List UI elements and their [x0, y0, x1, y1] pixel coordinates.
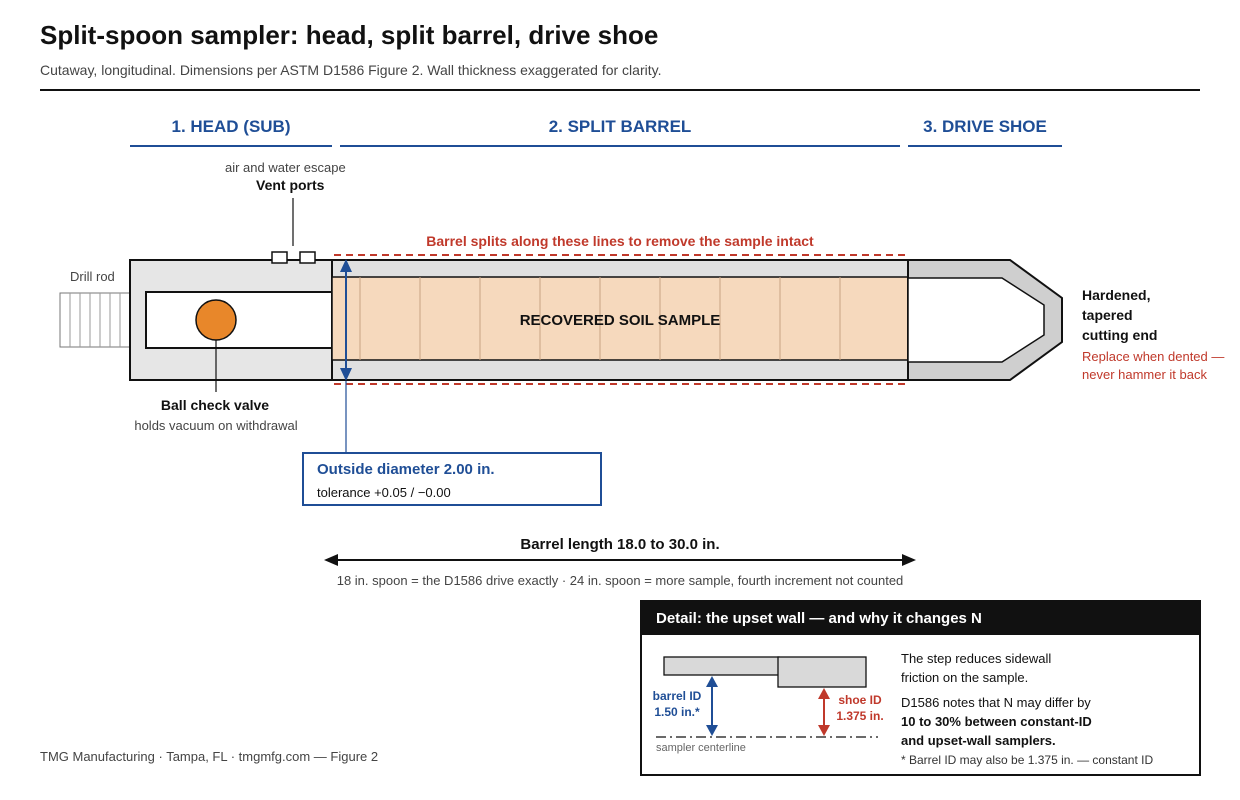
shoe-label-1: Hardened,: [1082, 287, 1151, 303]
page-title: Split-spoon sampler: head, split barrel,…: [40, 20, 659, 50]
section-shoe-label: 3. DRIVE SHOE: [923, 117, 1047, 136]
section-head-label: 1. HEAD (SUB): [171, 117, 291, 136]
od-dimension: [340, 259, 352, 452]
shoe-label-3: cutting end: [1082, 327, 1158, 343]
ball-check-valve: [195, 299, 237, 341]
split-note: Barrel splits along these lines to remov…: [426, 233, 814, 249]
vent-ports: [271, 198, 316, 264]
detail-para-1-line-1: The step reduces sidewall: [901, 651, 1052, 666]
shoe-id-label: shoe ID: [838, 693, 882, 707]
detail-heading: Detail: the upset wall — and why it chan…: [642, 602, 1199, 635]
detail-para-2-line-1: D1586 notes that N may differ by: [901, 695, 1091, 710]
drive-shoe: [907, 259, 1063, 381]
title-rule: [40, 89, 1200, 91]
ball-valve-note: holds vacuum on withdrawal: [134, 418, 298, 433]
barrel-id-label: barrel ID: [652, 689, 702, 703]
section-barrel-label: 2. SPLIT BARREL: [548, 117, 692, 136]
vent-note: air and water escape: [225, 160, 346, 175]
drill-rod: [59, 292, 131, 348]
section-head-rule: [130, 145, 332, 147]
detail-para-2-line-3: and upset-wall samplers.: [901, 733, 1056, 748]
shoe-id-value: 1.375 in.: [836, 709, 884, 723]
shoe-warning-2: never hammer it back: [1082, 367, 1207, 382]
upset-wall-sketch: [656, 656, 878, 738]
page-subtitle: Cutaway, longitudinal. Dimensions per AS…: [40, 62, 662, 78]
shoe-warning-1: Replace when dented —: [1082, 349, 1225, 364]
section-barrel-rule: [340, 145, 900, 147]
vent-title: Vent ports: [256, 177, 325, 193]
detail-footnote: * Barrel ID may also be 1.375 in. — cons…: [901, 753, 1154, 767]
footer-credit: TMG Manufacturing · Tampa, FL · tmgmfg.c…: [40, 749, 379, 764]
od-callout: Outside diameter 2.00 in. tolerance +0.0…: [302, 452, 602, 506]
barrel-length-label: Barrel length 18.0 to 30.0 in.: [520, 536, 720, 553]
detail-para-1-line-2: friction on the sample.: [901, 670, 1029, 685]
od-callout-title: Outside diameter 2.00 in.: [317, 461, 495, 478]
detail-panel: Detail: the upset wall — and why it chan…: [640, 600, 1201, 776]
detail-para-2-line-2: 10 to 30% between constant-ID: [901, 714, 1092, 729]
split-barrel: [331, 259, 909, 381]
drill-rod-label: Drill rod: [70, 269, 115, 284]
section-shoe-rule: [908, 145, 1062, 147]
shoe-label-2: tapered: [1082, 307, 1133, 323]
barrel-id-value: 1.50 in.*: [654, 705, 700, 719]
sample-label: RECOVERED SOIL SAMPLE: [519, 312, 721, 329]
barrel-length-note: 18 in. spoon = the D1586 drive exactly ·…: [336, 573, 904, 588]
barrel-length-arrow: [324, 554, 916, 566]
od-callout-note: tolerance +0.05 / −0.00: [317, 485, 451, 500]
ball-valve-title: Ball check valve: [160, 397, 270, 413]
centerline-label: sampler centerline: [656, 742, 746, 754]
